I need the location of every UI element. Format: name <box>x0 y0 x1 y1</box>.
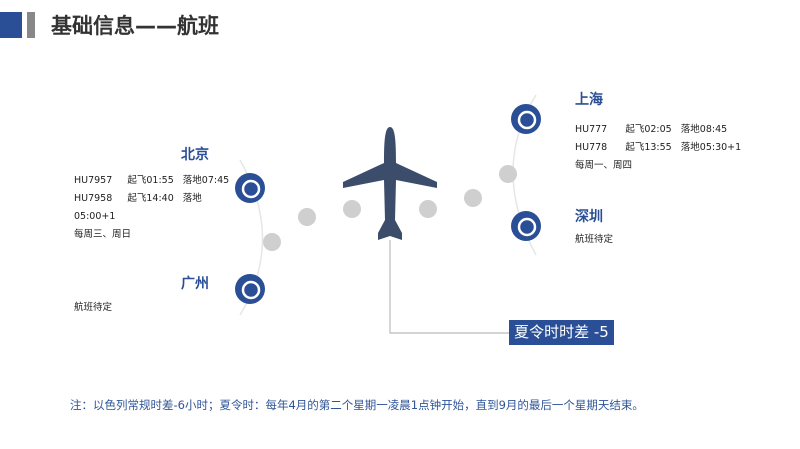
route-dot <box>343 200 361 218</box>
history-clock-icon <box>511 104 541 134</box>
route-dot <box>419 200 437 218</box>
city-beijing: 北京 <box>181 147 209 163</box>
route-dot <box>499 165 517 183</box>
airplane-icon <box>343 127 437 240</box>
footnote: 注：以色列常规时差-6小时；夏令时：每年4月的第二个星期一凌晨1点钟开始，直到9… <box>70 398 644 412</box>
shanghai-schedule-line: 每周一、周四 <box>575 160 633 171</box>
beijing-flight-line: HU7958 起飞14:40 落地 <box>74 193 202 204</box>
city-shenzhen: 深圳 <box>575 209 603 225</box>
shanghai-flight-line: HU777 起飞02:05 落地08:45 <box>575 124 728 135</box>
route-dot <box>263 233 281 251</box>
beijing-flight-line: 05:00+1 <box>74 211 116 222</box>
leader-line <box>389 240 510 334</box>
city-guangzhou: 广州 <box>181 276 209 292</box>
city-shanghai: 上海 <box>575 92 603 108</box>
title-accent-bar <box>27 12 35 38</box>
shanghai-flight-line: HU778 起飞13:55 落地05:30+1 <box>575 142 742 153</box>
history-clock-icon <box>235 274 265 304</box>
beijing-flight-line: HU7957 起飞01:55 落地07:45 <box>74 175 230 186</box>
page-title: 基础信息——航班 <box>51 14 219 38</box>
timezone-label: 夏令时时差 -5 <box>509 320 614 345</box>
title-accent-block <box>0 12 22 38</box>
route-dot <box>298 208 316 226</box>
shenzhen-flights: 航班待定 <box>575 234 614 245</box>
guangzhou-flights: 航班待定 <box>74 302 113 313</box>
beijing-schedule-line: 每周三、周日 <box>74 229 132 240</box>
route-dot <box>464 189 482 207</box>
history-clock-icon <box>511 211 541 241</box>
history-clock-icon <box>235 173 265 203</box>
